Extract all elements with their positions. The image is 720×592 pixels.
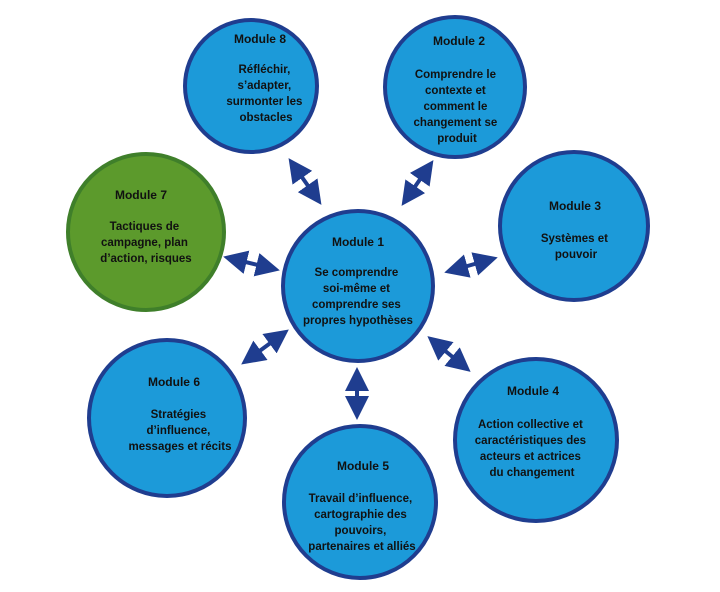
module-5-circle — [282, 424, 438, 580]
module-5-line: Travail d’influence, — [309, 493, 413, 505]
module-1-text: Se comprendre soi-même et comprendre ses… — [303, 267, 413, 327]
module-7-line: Tactiques de — [110, 221, 179, 233]
arrow-m1-m8 — [288, 158, 322, 205]
module-5-line: partenaires et alliés — [308, 541, 415, 553]
module-7-title: Module 7 — [115, 188, 167, 202]
arrow-m1-m4 — [427, 336, 471, 372]
module-8-line: obstacles — [239, 112, 292, 124]
arrow-m1-m3 — [444, 252, 498, 278]
module-8-title: Module 8 — [234, 32, 286, 46]
module-2-line: contexte et — [425, 85, 486, 97]
module-3: Module 3 Systèmes et pouvoir — [498, 150, 650, 302]
module-6-line: d’influence, — [146, 425, 210, 437]
module-8: Module 8 Réfléchir, s’adapter, surmonter… — [183, 18, 319, 154]
module-2-line: comment le — [423, 101, 487, 113]
module-4-line: Action collective et — [478, 419, 583, 431]
module-1-line: Se comprendre — [315, 267, 399, 279]
module-2-circle — [383, 15, 527, 159]
module-6-title: Module 6 — [148, 375, 200, 389]
module-5-line: cartographie des — [314, 509, 407, 521]
module-8-line: Réfléchir, — [239, 64, 291, 76]
module-2-line: Comprendre le — [415, 69, 496, 81]
module-7-text: Tactiques de campagne, plan d’action, ri… — [100, 221, 191, 265]
module-3-circle — [498, 150, 650, 302]
module-4-line: du changement — [490, 467, 575, 479]
module-2-line: changement se — [414, 117, 498, 129]
module-8-line: surmonter les — [226, 96, 302, 108]
arrow-m1-m6 — [241, 329, 289, 365]
module-1-line: propres hypothèses — [303, 315, 413, 327]
module-2-line: produit — [437, 133, 477, 145]
module-8-line: s’adapter, — [238, 80, 292, 92]
module-1-line: comprendre ses — [312, 299, 401, 311]
connectors — [223, 158, 498, 420]
module-2-title: Module 2 — [433, 34, 485, 48]
module-5-text: Travail d’influence, cartographie des po… — [308, 493, 415, 553]
module-3-line: Systèmes et — [541, 233, 608, 245]
module-7-line: d’action, risques — [100, 253, 191, 265]
module-2: Module 2 Comprendre le contexte et comme… — [383, 15, 527, 159]
module-4-line: caractéristiques des — [475, 435, 586, 447]
module-4: Module 4 Action collective et caractéris… — [453, 357, 619, 523]
module-7: Module 7 Tactiques de campagne, plan d’a… — [66, 152, 226, 312]
module-7-circle — [66, 152, 226, 312]
module-6-line: Stratégies — [151, 409, 207, 421]
module-3-line: pouvoir — [555, 249, 598, 261]
module-4-text: Action collective et caractéristiques de… — [475, 419, 589, 479]
module-6-circle — [87, 338, 247, 498]
arrow-m1-m7 — [223, 250, 280, 277]
module-7-line: campagne, plan — [101, 237, 188, 249]
module-1-title: Module 1 — [332, 235, 384, 249]
module-3-title: Module 3 — [549, 199, 601, 213]
module-2-text: Comprendre le contexte et comment le cha… — [414, 69, 501, 145]
module-5: Module 5 Travail d’influence, cartograph… — [282, 424, 438, 580]
module-4-circle — [453, 357, 619, 523]
module-6-text: Stratégies d’influence, messages et réci… — [129, 409, 232, 453]
module-5-line: pouvoirs, — [335, 525, 387, 537]
module-8-text: Réfléchir, s’adapter, surmonter les obst… — [226, 64, 305, 124]
module-5-title: Module 5 — [337, 459, 389, 473]
module-1-circle — [281, 209, 435, 363]
module-4-title: Module 4 — [507, 384, 559, 398]
module-6-line: messages et récits — [129, 441, 232, 453]
module-3-text: Systèmes et pouvoir — [541, 233, 611, 261]
module-1-line: soi-même et — [323, 283, 390, 295]
module-6: Module 6 Stratégies d’influence, message… — [87, 338, 247, 498]
module-1: Module 1 Se comprendre soi-même et compr… — [281, 209, 435, 363]
module-4-line: acteurs et actrices — [480, 451, 581, 463]
arrow-m1-m2 — [401, 160, 434, 206]
module-8-circle — [183, 18, 319, 154]
